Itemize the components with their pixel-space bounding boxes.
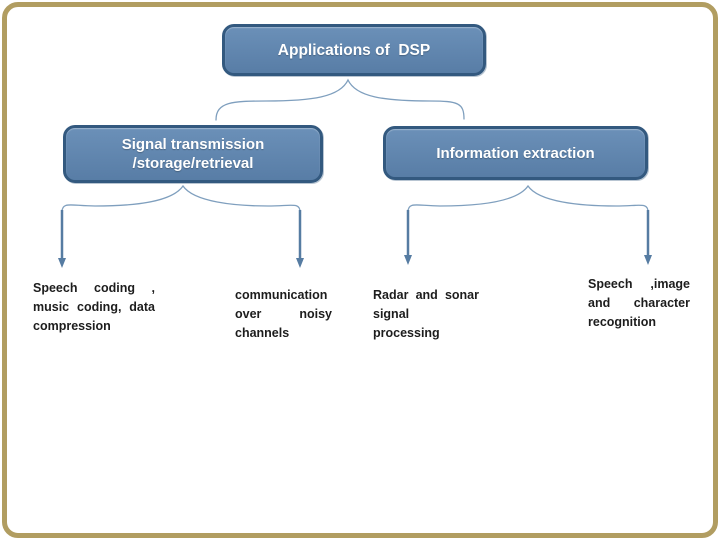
brace-connector-top [215, 78, 465, 121]
branch-node-label-line: Signal transmission [121, 136, 265, 153]
leaf-line: channels [235, 326, 290, 340]
leaf-line: music coding, data [33, 300, 155, 314]
down-arrow-communication [296, 210, 304, 268]
down-arrow-radar-sonar [404, 210, 412, 265]
leaf-text-speech-coding: Speech coding , music coding, data compr… [33, 279, 155, 336]
leaf-text-communication: communication over noisy channels [235, 286, 332, 343]
root-node-applications-of-dsp: Applications of DSP [222, 24, 486, 76]
branch-node-label-line: Information extraction [436, 144, 595, 162]
leaf-line: Speech coding , [33, 281, 155, 295]
brace-connector-left [61, 184, 301, 213]
brace-connector-right [407, 184, 649, 213]
leaf-line: communication [235, 288, 328, 302]
down-arrow-speech-coding [58, 210, 66, 268]
leaf-line: Speech ,image [588, 277, 690, 291]
down-arrow-speech-image [644, 210, 652, 265]
leaf-text-radar-sonar: Radar and sonar signal processing [373, 286, 479, 343]
leaf-line: compression [33, 319, 111, 333]
leaf-line: over noisy [235, 307, 332, 321]
branch-node-signal-transmission: Signal transmission /storage/retrieval [63, 125, 323, 183]
root-node-label: Applications of DSP [277, 41, 431, 59]
leaf-text-speech-image-recognition: Speech ,image and character recognition [588, 275, 690, 332]
branch-node-label-line: /storage/retrieval [132, 155, 254, 172]
branch-node-information-extraction: Information extraction [383, 126, 648, 180]
leaf-line: and character [588, 296, 690, 310]
leaf-line: Radar and sonar [373, 288, 479, 302]
leaf-line: recognition [588, 315, 657, 329]
leaf-line: signal processing [373, 307, 440, 340]
